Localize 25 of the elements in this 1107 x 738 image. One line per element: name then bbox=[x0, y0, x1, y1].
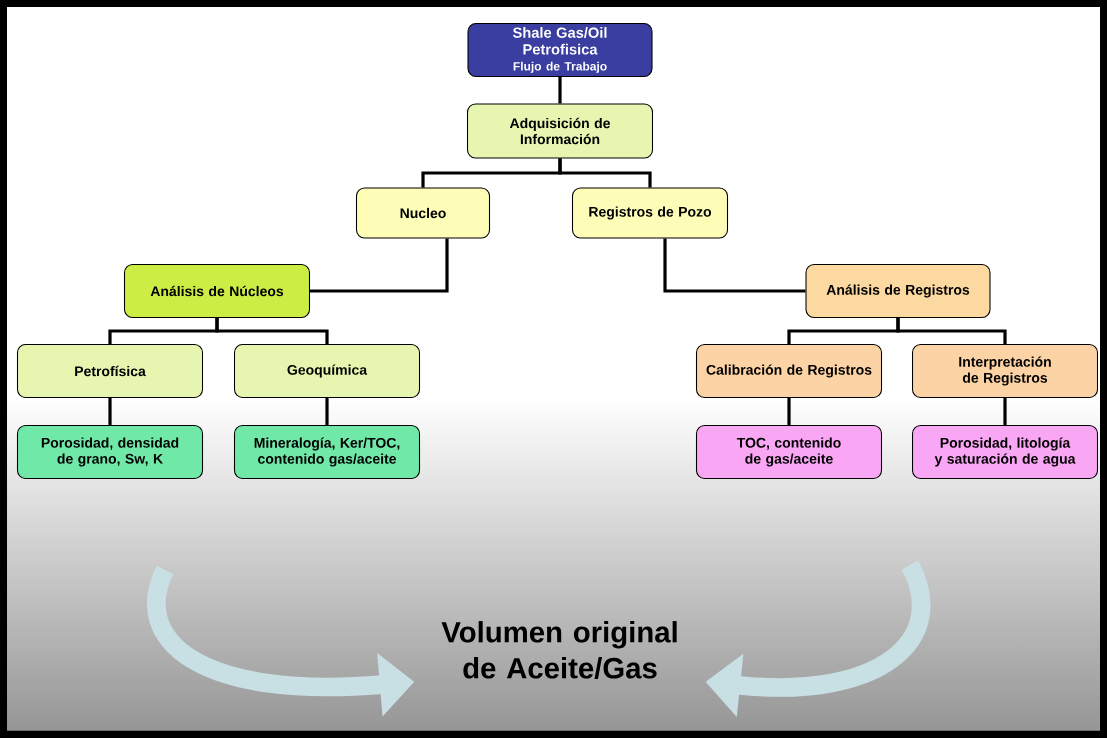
connector-line bbox=[787, 398, 791, 425]
process-box: Calibración de Registros bbox=[695, 343, 883, 399]
connector-line bbox=[896, 318, 1007, 344]
result-box: Porosidad, litología y saturación de agua bbox=[911, 424, 1099, 480]
result-text: Volumen original de Aceite/Gas bbox=[441, 621, 677, 679]
process-box: Adquisición de Información bbox=[466, 103, 654, 159]
process-box: Geoquímica bbox=[233, 343, 421, 399]
result-box: TOC, contenido de gas/aceite bbox=[695, 424, 883, 480]
connector-line bbox=[663, 238, 806, 293]
connector-line bbox=[1003, 398, 1007, 425]
process-box: Análisis de Núcleos bbox=[123, 263, 311, 319]
title-box: Shale Gas/Oil Petrofisica Flujo de Trabajo bbox=[467, 22, 653, 78]
connector-line bbox=[325, 398, 329, 425]
process-box: Nucleo bbox=[355, 187, 491, 239]
result-box: Mineralogía, Ker/TOC, contenido gas/aceite bbox=[233, 424, 421, 480]
process-box: Petrofísica bbox=[16, 343, 204, 399]
connector-line bbox=[108, 398, 112, 425]
connector-line bbox=[310, 238, 449, 293]
process-box: Interpretación de Registros bbox=[911, 343, 1099, 399]
result-box: Porosidad, densidad de grano, Sw, K bbox=[16, 424, 204, 480]
process-box: Registros de Pozo bbox=[571, 187, 729, 239]
connector-line bbox=[215, 318, 329, 344]
connector-line bbox=[558, 158, 652, 188]
process-box: Análisis de Registros bbox=[805, 263, 991, 319]
connector-line bbox=[558, 77, 562, 104]
